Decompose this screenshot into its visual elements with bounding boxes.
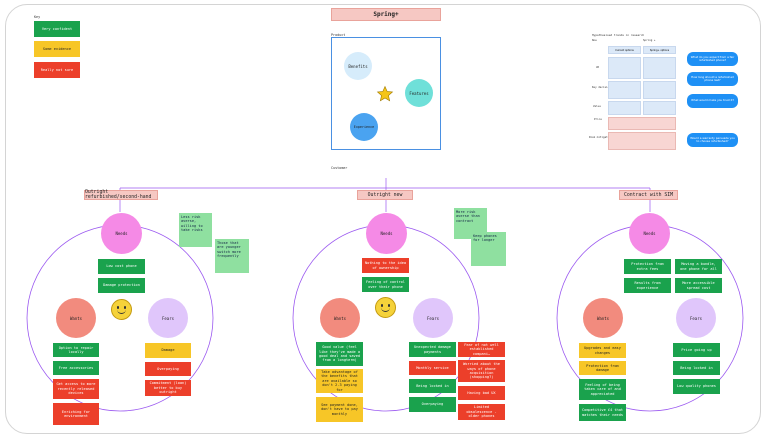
wants-note: Enriching for environment: [53, 403, 99, 425]
question-bubble: What do you expect from a fair refurbish…: [687, 52, 738, 66]
fears-note: Low quality phones: [673, 379, 720, 394]
question-bubble: How long should a refurbished phone last…: [687, 72, 738, 86]
needs-circle: Needs: [101, 213, 142, 254]
wants-circle: Wants: [56, 298, 96, 338]
research-col-a: Now: [592, 39, 597, 42]
research-row-decisions: Key decisions: [592, 86, 613, 89]
context-sticky: Those that are younger switch more frequ…: [215, 239, 249, 273]
fears-note: Fear of not well established compani…: [458, 342, 505, 357]
segment-header-refurbished: Outright refurbished/second-hand: [84, 190, 158, 200]
needs-note: Protection from extra fees: [624, 259, 671, 274]
research-cell: [643, 57, 676, 79]
smiley-icon: [375, 297, 396, 318]
wants-note: Feeling of being taken care of and appre…: [579, 379, 626, 400]
research-row-value: Value: [593, 105, 601, 108]
research-cell: [643, 81, 676, 99]
research-row-risk: Risk mitigation: [589, 136, 613, 139]
needs-note: More accessible spread cost: [675, 278, 722, 293]
research-cell: [608, 81, 641, 99]
research-cell: [608, 132, 676, 150]
key-very-confident: Very confident: [34, 21, 80, 37]
fears-note: Being locked in: [673, 361, 720, 375]
benefits-circle: Benefits: [344, 52, 372, 80]
wants-note: Good value (feel like they've made a goo…: [316, 342, 363, 366]
features-circle: Features: [405, 79, 433, 107]
research-head-b: Spring+ options: [643, 46, 676, 54]
wants-note: See payment done, don't have to pay mont…: [316, 397, 363, 422]
needs-note: Moving a bundle, one phone for all: [675, 259, 722, 274]
wants-note: Protection from damage: [579, 361, 626, 375]
key-some-evidence: Some evidence: [34, 41, 80, 57]
fears-circle: Fears: [413, 298, 453, 338]
fears-note: Monthly service: [409, 361, 456, 375]
needs-note: Feeling of control over their phone: [362, 277, 409, 292]
needs-note: Damage protection: [98, 278, 145, 293]
fears-circle: Fears: [148, 298, 188, 338]
research-cell: [608, 57, 641, 79]
research-head-a: Current options: [608, 46, 641, 54]
research-cell: [608, 117, 676, 130]
research-col-b: Spring +: [643, 39, 656, 42]
wants-note: Get access to more recently released dev…: [53, 379, 99, 399]
experience-circle: Experience: [350, 113, 378, 141]
needs-circle: Needs: [366, 213, 407, 254]
wants-note: Upgrades and easy changes: [579, 343, 626, 358]
question-bubble: Would a warranty persuade you to choose …: [687, 133, 738, 147]
question-bubble: What would make you trust it?: [687, 94, 738, 108]
fears-note: Damage: [145, 343, 191, 358]
wants-note: Take advantage of the benefits that are …: [316, 369, 363, 393]
star-icon: [376, 85, 394, 102]
research-cell: [643, 101, 676, 115]
wants-circle: Wants: [583, 298, 623, 338]
needs-circle: Needs: [629, 213, 670, 254]
fears-note: Commitment (loan) better to buy outright: [145, 380, 191, 396]
wants-note: Option to repair locally: [53, 343, 99, 357]
needs-note: Nothing to the idea of ownership: [362, 258, 409, 273]
fears-note: Being locked in: [409, 379, 456, 393]
fears-note: Overpaying: [409, 397, 456, 412]
fears-note: Worried about the ways of phone acquisit…: [458, 360, 505, 382]
wants-circle: Wants: [320, 298, 360, 338]
research-row-price: Price: [594, 118, 602, 121]
product-frame: [331, 37, 441, 150]
fears-note: Overpaying: [145, 362, 191, 376]
needs-note: Low cost phone: [98, 259, 145, 274]
research-row-ux: UX: [596, 66, 600, 69]
product-label: Product: [331, 33, 346, 37]
segment-header-new: Outright new: [357, 190, 413, 200]
wants-note: Free accessories: [53, 361, 99, 375]
research-cell: [608, 101, 641, 115]
key-not-sure: Really not sure: [34, 62, 80, 78]
customer-label: Customer: [331, 166, 348, 170]
page-title: Spring+: [331, 8, 441, 21]
fears-note: Price going up: [673, 343, 720, 357]
smiley-icon: [111, 299, 132, 320]
research-title: Hypothesised trends in research: [592, 33, 645, 37]
context-sticky: Keep phones for longer: [471, 232, 506, 266]
needs-note: Results from experience: [624, 278, 671, 293]
fears-note: Having bad UX: [458, 386, 505, 400]
key-label: Key: [34, 15, 41, 19]
wants-note: Competitive £4 that matches their needs: [579, 404, 626, 421]
fears-circle: Fears: [676, 298, 716, 338]
segment-header-contract: Contract with SIM: [619, 190, 678, 200]
fears-note: Limited obsolescence - older phones: [458, 404, 505, 420]
context-sticky: Less risk averse, willing to take risks: [179, 213, 212, 247]
fears-note: Unexpected damage payments: [409, 342, 456, 357]
